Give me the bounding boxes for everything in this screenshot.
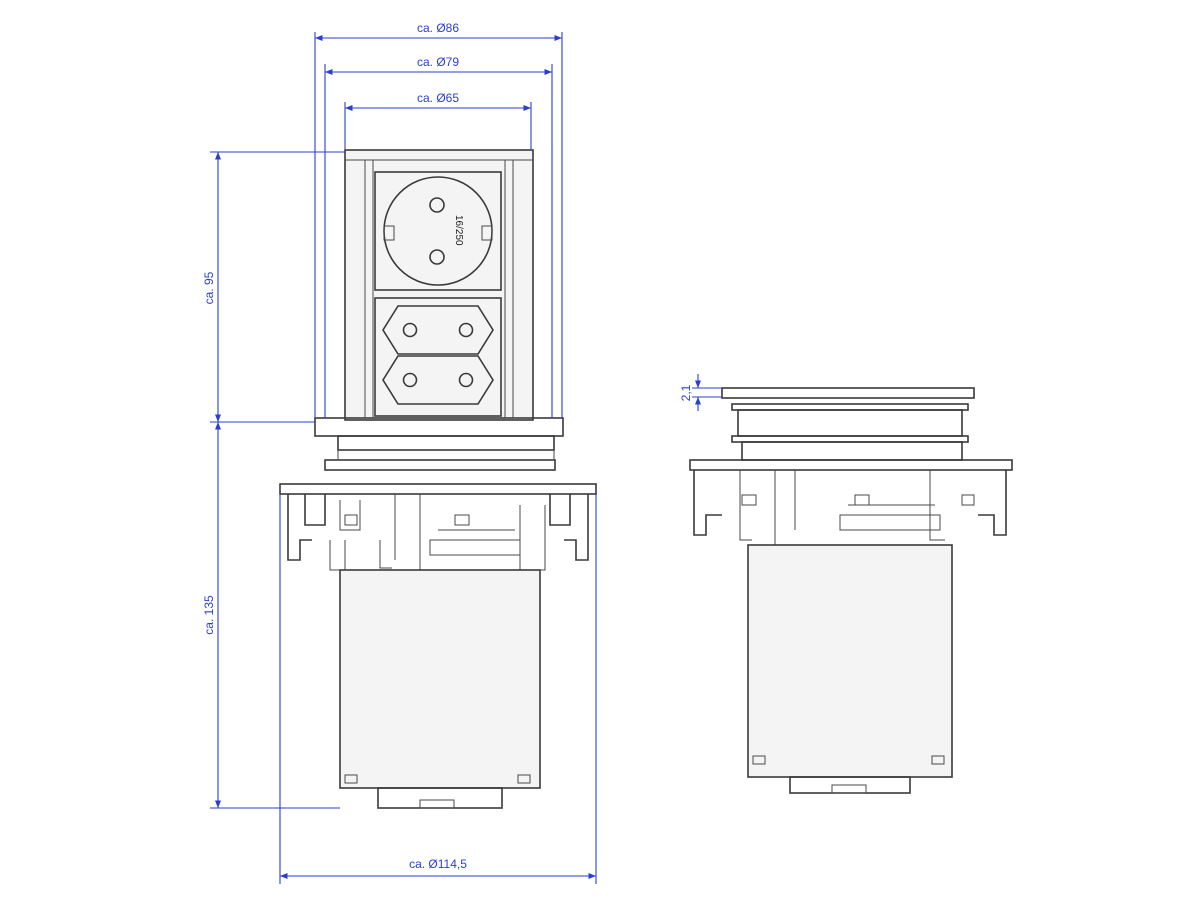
euro-socket-upper [382,305,494,355]
side-view [689,387,1013,794]
dimension-labels: ca. Ø86 ca. Ø79 ca. Ø65 ca. 95 ca. 135 c… [202,21,693,871]
euro-socket-panel [374,297,502,417]
mounting-flange [279,483,597,495]
label-height-135: ca. 135 [202,595,216,635]
socket-rating-label: 16/250 [453,215,464,246]
label-height-95: ca. 95 [202,271,216,304]
label-dia-86: ca. Ø86 [417,21,459,35]
lower-body [339,569,541,789]
label-dia-79: ca. Ø79 [417,55,459,69]
label-flange-2-1: 2,1 [679,384,693,401]
dimension-lines [210,32,722,884]
side-lid [721,387,975,399]
schuko-socket-panel [374,171,502,291]
bottom-cable-outlet [377,787,503,809]
side-lower-body [747,544,953,778]
side-flange [689,459,1013,471]
label-dia-114-5: ca. Ø114,5 [409,857,467,871]
label-dia-65: ca. Ø65 [417,91,459,105]
euro-socket-lower [382,355,494,405]
front-view: 16/250 [279,149,597,809]
